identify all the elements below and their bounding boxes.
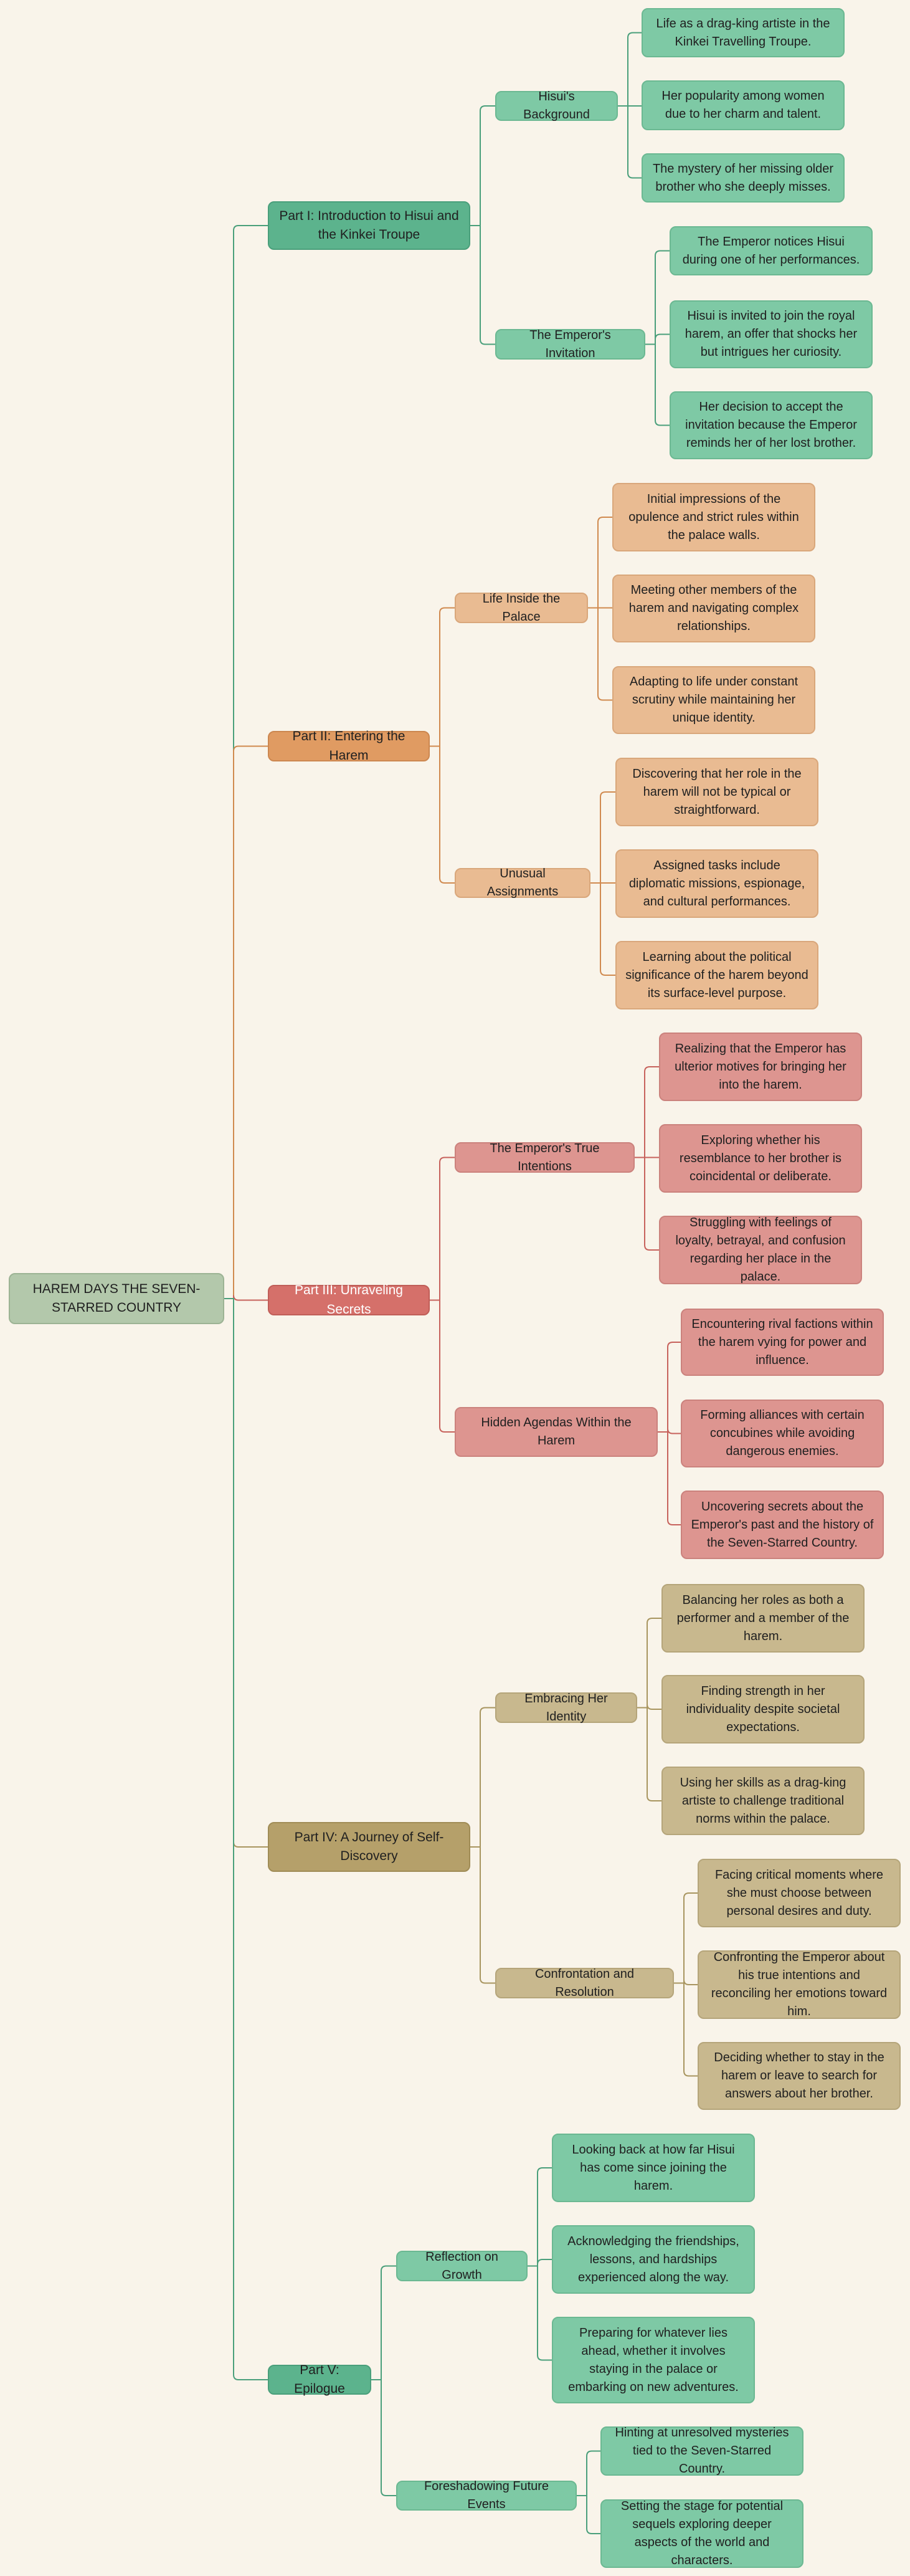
- connector-section-1-1-node-leaf-1-1-1: [618, 32, 642, 107]
- leaf-1-1-1[interactable]: Life as a drag-king artiste in the Kinke…: [642, 8, 845, 57]
- leaf-4-2-1[interactable]: Facing critical moments where she must c…: [698, 1859, 901, 1927]
- connector-part-4-section-2: [470, 1846, 495, 1984]
- connector-section-4-1-node-leaf-4-1-1: [637, 1618, 661, 1709]
- section-1-2-node[interactable]: The Emperor's Invitation: [495, 328, 645, 360]
- connector-root-part-5: [224, 1298, 268, 2380]
- connector-part-3-section-2: [430, 1299, 455, 1433]
- connector-section-1-1-node-leaf-1-1-3: [618, 105, 642, 179]
- connector-section-4-2-node-leaf-4-2-1: [674, 1892, 698, 1984]
- leaf-2-2-3[interactable]: Learning about the political significanc…: [615, 941, 818, 1009]
- connector-root-part-3: [224, 1295, 268, 1301]
- section-4-2-node[interactable]: Confrontation and Resolution: [495, 1967, 674, 1999]
- leaf-1-2-1[interactable]: The Emperor notices Hisui during one of …: [670, 226, 873, 275]
- root-node[interactable]: HAREM DAYS THE SEVEN-STARRED COUNTRY: [9, 1273, 224, 1324]
- leaf-4-1-3[interactable]: Using her skills as a drag-king artiste …: [661, 1767, 865, 1835]
- section-1-1-node[interactable]: Hisui's Background: [495, 90, 618, 122]
- part-2-node[interactable]: Part II: Entering the Harem: [268, 729, 430, 763]
- connector-part-5-section-2: [371, 2379, 396, 2496]
- connector-section-2-1-node-leaf-2-1-3: [588, 607, 612, 701]
- leaf-5-1-1[interactable]: Looking back at how far Hisui has come s…: [552, 2134, 755, 2202]
- connector-section-5-1-node-leaf-5-1-2: [528, 2259, 552, 2267]
- connector-section-5-1-node-leaf-5-1-3: [528, 2265, 552, 2361]
- connector-section-3-2-node-leaf-3-2-3: [658, 1431, 681, 1525]
- connector-section-2-1-node-leaf-2-1-1: [588, 517, 612, 609]
- leaf-4-2-2[interactable]: Confronting the Emperor about his true i…: [698, 1950, 901, 2019]
- leaf-1-1-3[interactable]: The mystery of her missing older brother…: [642, 153, 845, 203]
- connector-part-1-section-1: [470, 105, 495, 226]
- leaf-1-2-3[interactable]: Her decision to accept the invitation be…: [670, 391, 873, 459]
- leaf-3-1-1[interactable]: Realizing that the Emperor has ulterior …: [659, 1033, 862, 1101]
- leaf-3-1-3[interactable]: Struggling with feelings of loyalty, bet…: [659, 1216, 862, 1284]
- leaf-5-1-2[interactable]: Acknowledging the friendships, lessons, …: [552, 2225, 755, 2294]
- connector-section-4-2-node-leaf-4-2-2: [674, 1979, 698, 1985]
- leaf-5-2-2[interactable]: Setting the stage for potential sequels …: [600, 2499, 803, 2568]
- connector-section-1-2-node-leaf-1-2-3: [645, 343, 670, 426]
- connector-section-3-2-node-leaf-3-2-1: [658, 1342, 681, 1433]
- leaf-2-1-3[interactable]: Adapting to life under constant scrutiny…: [612, 666, 815, 734]
- connector-section-2-2-node-leaf-2-2-1: [590, 791, 615, 884]
- leaf-4-1-1[interactable]: Balancing her roles as both a performer …: [661, 1584, 865, 1653]
- leaf-3-2-3[interactable]: Uncovering secrets about the Emperor's p…: [681, 1491, 884, 1559]
- connector-section-4-1-node-leaf-4-1-2: [637, 1704, 661, 1710]
- leaf-5-2-1[interactable]: Hinting at unresolved mysteries tied to …: [600, 2426, 803, 2476]
- connector-section-3-1-node-leaf-3-1-1: [635, 1066, 659, 1158]
- connector-section-5-1-node-leaf-5-1-1: [528, 2167, 552, 2267]
- leaf-3-2-2[interactable]: Forming alliances with certain concubine…: [681, 1400, 884, 1467]
- leaf-2-2-1[interactable]: Discovering that her role in the harem w…: [615, 758, 818, 826]
- connector-section-5-2-node-leaf-5-2-2: [577, 2495, 600, 2534]
- leaf-5-1-3[interactable]: Preparing for whatever lies ahead, wheth…: [552, 2317, 755, 2403]
- connector-part-2-section-1: [430, 607, 455, 747]
- leaf-2-1-1[interactable]: Initial impressions of the opulence and …: [612, 483, 815, 551]
- leaf-1-2-2[interactable]: Hisui is invited to join the royal harem…: [670, 300, 873, 368]
- leaf-1-1-2[interactable]: Her popularity among women due to her ch…: [642, 80, 845, 130]
- connector-part-4-section-1: [470, 1707, 495, 1848]
- part-1-node[interactable]: Part I: Introduction to Hisui and the Ki…: [268, 201, 470, 250]
- section-2-1-node[interactable]: Life Inside the Palace: [455, 592, 588, 624]
- section-2-2-node[interactable]: Unusual Assignments: [455, 867, 590, 899]
- section-3-1-node[interactable]: The Emperor's True Intentions: [455, 1142, 635, 1173]
- connector-root-part-1: [224, 225, 268, 1299]
- connector-section-2-2-node-leaf-2-2-3: [590, 882, 615, 976]
- leaf-4-1-2[interactable]: Finding strength in her individuality de…: [661, 1675, 865, 1744]
- section-4-1-node[interactable]: Embracing Her Identity: [495, 1692, 637, 1724]
- connector-part-1-section-2: [470, 225, 495, 345]
- part-5-node[interactable]: Part V: Epilogue: [268, 2363, 371, 2396]
- leaf-2-2-2[interactable]: Assigned tasks include diplomatic missio…: [615, 849, 818, 918]
- leaf-4-2-3[interactable]: Deciding whether to stay in the harem or…: [698, 2042, 901, 2110]
- leaf-3-2-1[interactable]: Encountering rival factions within the h…: [681, 1309, 884, 1376]
- connector-section-3-2-node-leaf-3-2-2: [658, 1428, 681, 1434]
- connector-section-4-2-node-leaf-4-2-3: [674, 1982, 698, 2077]
- connector-section-5-2-node-leaf-5-2-1: [577, 2450, 600, 2496]
- leaf-3-1-2[interactable]: Exploring whether his resemblance to her…: [659, 1124, 862, 1193]
- connector-part-2-section-2: [430, 745, 455, 884]
- connector-part-3-section-1: [430, 1157, 455, 1301]
- section-5-1-node[interactable]: Reflection on Growth: [396, 2250, 528, 2282]
- connector-root-part-2: [224, 745, 268, 1299]
- connector-section-4-1-node-leaf-4-1-3: [637, 1707, 661, 1801]
- connector-section-1-2-node-leaf-1-2-2: [645, 333, 670, 345]
- section-5-2-node[interactable]: Foreshadowing Future Events: [396, 2479, 577, 2511]
- connector-section-3-1-node-leaf-3-1-3: [635, 1157, 659, 1251]
- connector-root-part-4: [224, 1298, 268, 1848]
- part-3-node[interactable]: Part III: Unraveling Secrets: [268, 1283, 430, 1317]
- leaf-2-1-2[interactable]: Meeting other members of the harem and n…: [612, 575, 815, 642]
- section-3-2-node[interactable]: Hidden Agendas Within the Harem: [455, 1407, 658, 1457]
- connector-section-1-2-node-leaf-1-2-1: [645, 250, 670, 345]
- connector-part-5-section-1: [371, 2265, 396, 2380]
- part-4-node[interactable]: Part IV: A Journey of Self-Discovery: [268, 1822, 470, 1872]
